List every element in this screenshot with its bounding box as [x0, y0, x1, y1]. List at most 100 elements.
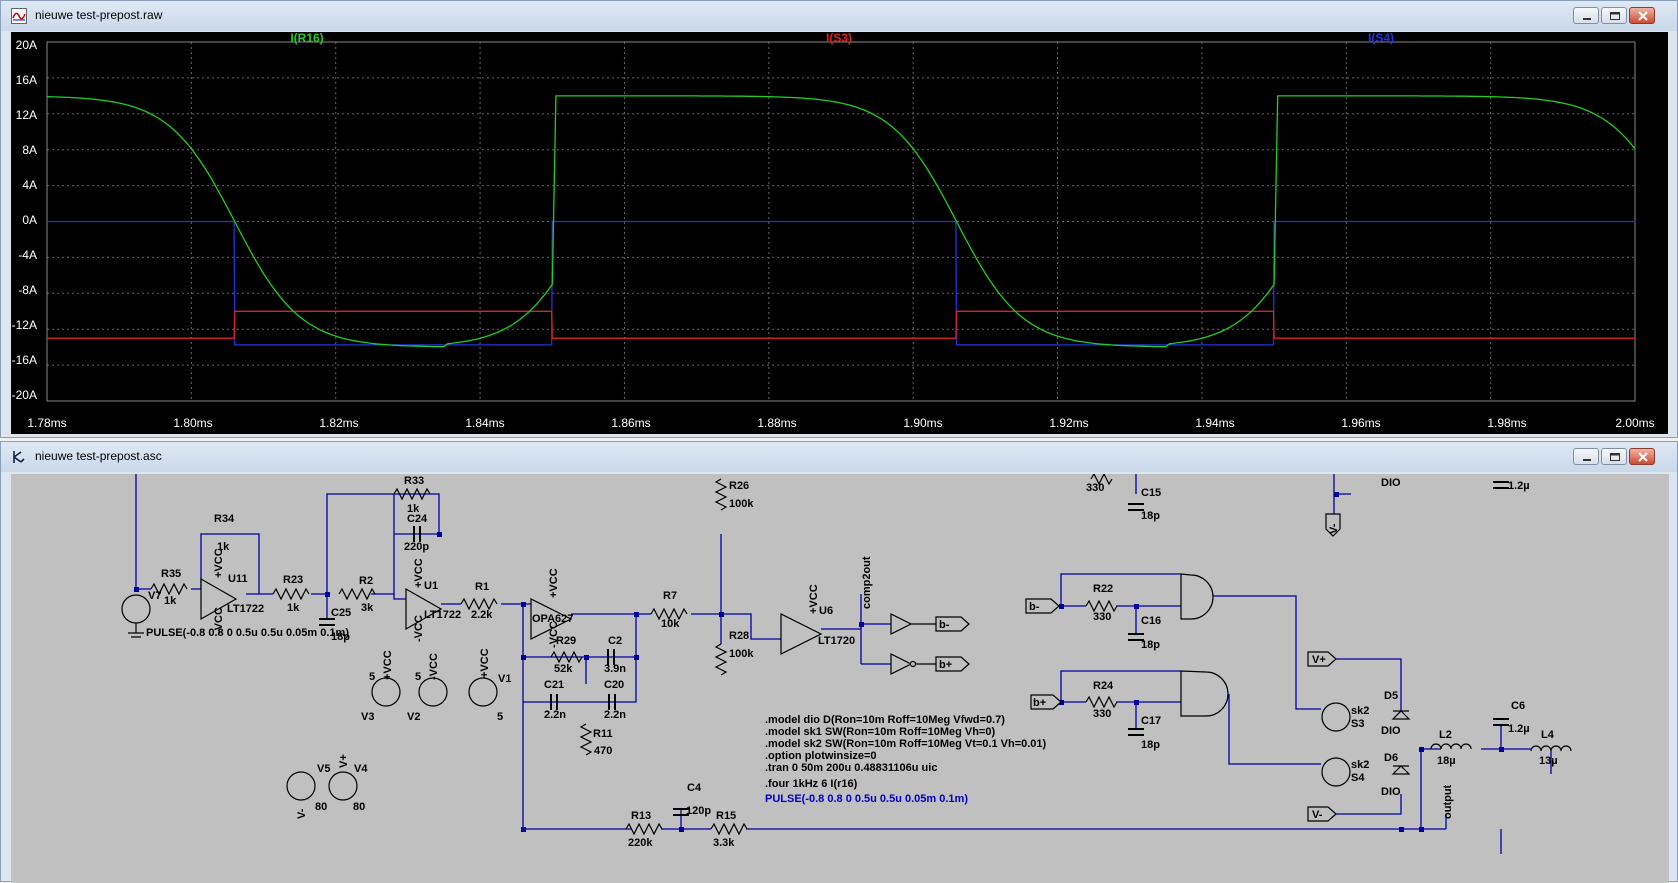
label-v-minus-flag: V-: [1312, 809, 1323, 821]
label-c4: C4: [687, 782, 702, 794]
label-v2-value: 5: [415, 671, 421, 683]
label-v5-net: V-: [296, 808, 308, 819]
directive-line: .model sk1 SW(Ron=10m Roff=10Meg Vh=0): [765, 726, 995, 738]
label-c20: C20: [604, 679, 624, 691]
schematic-app-icon: [13, 451, 25, 463]
label-c21: C21: [544, 679, 564, 691]
y-tick-label: -16A: [12, 353, 37, 367]
label-v1: V1: [498, 673, 511, 685]
schematic-titlebar[interactable]: nieuwe test-prepost.asc: [1, 442, 1677, 472]
label-d5-model: DIO: [1381, 725, 1401, 737]
label-c25: C25: [331, 607, 351, 619]
label-opa-pos-supply: +VCC: [548, 568, 560, 598]
label-v7-pulse: PULSE(-0.8 0.8 0 0.5u 0.5u 0.05m 0.1m): [146, 627, 349, 639]
waveform-app-icon: [11, 8, 27, 24]
label-r11: R11: [593, 728, 613, 740]
label-c24-value: 220p: [404, 541, 429, 553]
directive-line: .option plotwinsize=0: [765, 750, 877, 762]
label-u6-pos-supply: +VCC: [808, 584, 820, 614]
label-d6-model: DIO: [1381, 786, 1401, 798]
y-tick-label: 12A: [16, 108, 37, 122]
x-tick-label: 1.88ms: [757, 416, 796, 430]
component-labels: R35 1k R34 1k U11 LT1722 R23 1k C25 18p …: [146, 475, 1558, 849]
minimize-button[interactable]: [1573, 7, 1599, 24]
label-u1-pos-supply: +VCC: [413, 558, 425, 588]
label-c6: C6: [1511, 700, 1525, 712]
directive-line: .tran 0 50m 200u 0.48831106u uic: [765, 762, 937, 774]
maximize-button[interactable]: [1601, 448, 1627, 465]
label-c20-value: 2.2n: [604, 709, 626, 721]
y-tick-label: 16A: [16, 73, 37, 87]
label-c2: C2: [608, 635, 622, 647]
label-c21-value: 2.2n: [544, 709, 566, 721]
label-c25-value: 18p: [331, 631, 350, 643]
directive-line: .four 1kHz 6 I(r16): [765, 778, 858, 790]
label-output-net: output: [1442, 784, 1454, 819]
label-c24: C24: [407, 513, 428, 525]
label-v2-net: -VCC: [428, 653, 440, 680]
label-r35-value: 1k: [164, 595, 177, 607]
close-button[interactable]: [1629, 448, 1655, 465]
label-top-resistor-value: 330: [1086, 482, 1104, 494]
close-button[interactable]: [1629, 7, 1655, 24]
label-r7: R7: [663, 590, 677, 602]
label-opa627: OPA627: [532, 613, 573, 625]
y-tick-label: -8A: [18, 283, 37, 297]
schematic-canvas[interactable]: R35 1k R34 1k U11 LT1722 R23 1k C25 18p …: [11, 474, 1669, 883]
label-l4: L4: [1541, 729, 1555, 741]
label-r34-value: 1k: [217, 541, 230, 553]
x-tick-label: 1.98ms: [1487, 416, 1526, 430]
label-v4: V4: [354, 763, 368, 775]
diodes-inductors: [1391, 710, 1572, 775]
minimize-icon: [1583, 459, 1591, 461]
label-b-minus-flag: b-: [939, 619, 950, 631]
waveform-window: nieuwe test-prepost.raw 20A 16A 12A 8A 4…: [0, 0, 1678, 438]
minimize-icon: [1583, 18, 1591, 20]
maximize-icon: [1610, 453, 1620, 461]
y-tick-label: -4A: [18, 248, 37, 262]
label-r7-value: 10k: [661, 618, 680, 630]
waveform-plot-svg[interactable]: 20A 16A 12A 8A 4A 0A -4A -8A -12A -16A -…: [11, 31, 1668, 434]
y-tick-label: 4A: [22, 178, 37, 192]
x-tick-label: 1.94ms: [1195, 416, 1234, 430]
minimize-button[interactable]: [1573, 448, 1599, 465]
label-u11: U11: [228, 573, 248, 585]
label-r1-value: 2.2k: [471, 609, 493, 621]
maximize-button[interactable]: [1601, 7, 1627, 24]
junctions: [134, 492, 1504, 832]
label-c4-value: 120p: [686, 805, 711, 817]
label-c17-value: 18p: [1141, 739, 1160, 751]
trace-label-i-s3[interactable]: I(S3): [826, 31, 852, 45]
trace-label-i-r16[interactable]: I(R16): [290, 31, 323, 45]
x-tick-label: 1.82ms: [319, 416, 358, 430]
label-v-plus-flag: V+: [1312, 654, 1326, 666]
label-u6: U6: [819, 605, 833, 617]
trace-group: [46, 95, 1636, 348]
schematic-svg[interactable]: R35 1k R34 1k U11 LT1722 R23 1k C25 18p …: [11, 474, 1669, 883]
x-tick-label: 1.78ms: [27, 416, 66, 430]
label-s3-model: sk2: [1351, 705, 1369, 717]
label-b-minus-input: b-: [1029, 601, 1040, 613]
trace-label-i-s4[interactable]: I(S4): [1368, 31, 1394, 45]
label-opa-neg-supply: -VCC: [548, 621, 560, 648]
y-tick-label: 0A: [22, 213, 37, 227]
label-v2: V2: [407, 711, 420, 723]
x-axis-labels: 1.78ms 1.80ms 1.82ms 1.84ms 1.86ms 1.88m…: [27, 416, 1654, 430]
pulse-directive: PULSE(-0.8 0.8 0 0.5u 0.5u 0.05m 0.1m): [765, 793, 968, 805]
label-r23-value: 1k: [287, 602, 300, 614]
opamps: [200, 577, 936, 675]
label-r2-value: 3k: [361, 602, 374, 614]
label-c17: C17: [1141, 715, 1161, 727]
label-r26-value: 100k: [729, 498, 754, 510]
label-v1-value: 5: [497, 711, 503, 723]
label-v4-value: 80: [353, 801, 365, 813]
schematic-window-title: nieuwe test-prepost.asc: [35, 449, 162, 463]
waveform-titlebar[interactable]: nieuwe test-prepost.raw: [1, 1, 1677, 31]
label-c16: C16: [1141, 615, 1161, 627]
label-u11-pos-supply: +VCC: [213, 548, 225, 578]
waveform-plot[interactable]: 20A 16A 12A 8A 4A 0A -4A -8A -12A -16A -…: [11, 31, 1668, 434]
label-r28-value: 100k: [729, 648, 754, 660]
label-r11-value: 470: [594, 745, 612, 757]
label-v7: V7: [148, 590, 161, 602]
label-l2-value: 18µ: [1437, 755, 1456, 767]
